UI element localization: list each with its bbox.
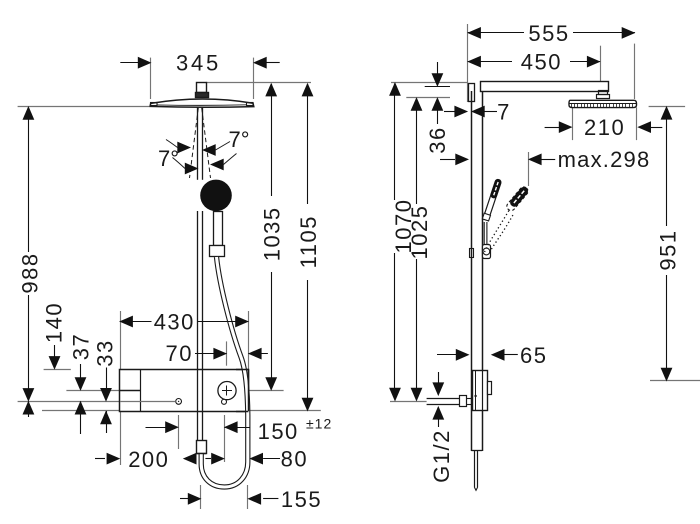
svg-text:33: 33 [93, 339, 118, 366]
svg-text:max.298: max.298 [558, 147, 651, 172]
svg-text:70: 70 [166, 341, 193, 366]
svg-text:200: 200 [128, 447, 169, 472]
svg-text:140: 140 [41, 302, 66, 343]
svg-text:36: 36 [425, 126, 450, 153]
svg-text:1070: 1070 [391, 199, 416, 254]
svg-text:555: 555 [528, 21, 569, 46]
svg-text:155: 155 [281, 487, 322, 512]
svg-text:150: 150 [258, 419, 299, 444]
svg-text:988: 988 [17, 252, 42, 293]
svg-text:65: 65 [520, 343, 547, 368]
svg-text:430: 430 [154, 310, 195, 335]
svg-text:1105: 1105 [296, 215, 321, 268]
svg-text:210: 210 [584, 115, 625, 140]
svg-text:37: 37 [69, 333, 94, 360]
svg-text:1025: 1025 [407, 205, 432, 260]
svg-text:951: 951 [656, 229, 681, 270]
svg-text:80: 80 [281, 447, 308, 472]
svg-text:7°: 7° [158, 146, 179, 171]
svg-text:7: 7 [497, 100, 511, 125]
svg-text:7°: 7° [228, 127, 249, 152]
svg-text:450: 450 [521, 50, 562, 75]
svg-text:1035: 1035 [260, 206, 285, 261]
svg-text:G1/2: G1/2 [429, 429, 454, 483]
svg-text:±12: ±12 [306, 416, 332, 432]
svg-text:345: 345 [176, 51, 221, 76]
